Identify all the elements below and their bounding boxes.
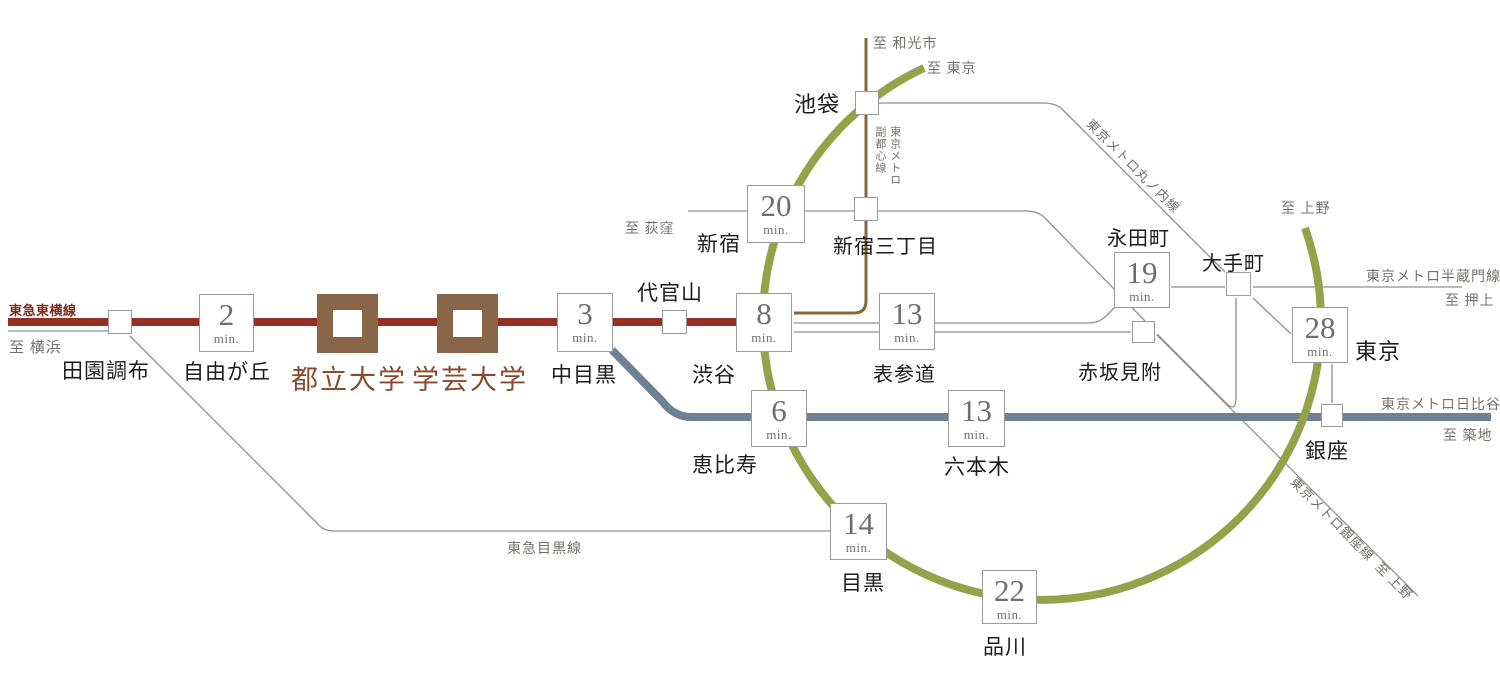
minutes-value: 13 [961,393,992,428]
minutes-box-nagatacho: 19 min. [1114,252,1170,308]
station-marker-ginza [1321,404,1343,427]
minutes-box-omotesando: 13 min. [879,293,935,350]
minutes-unit: min. [763,221,789,237]
dest-label-tokyo-yamanote: 至 東京 [927,62,977,77]
station-marker-daikanyama [662,310,687,334]
minutes-value: 20 [760,188,792,223]
station-label-meguro: 目黒 [841,571,885,595]
minutes-unit: min. [963,426,990,442]
dest-label-tsukiji: 至 築地 [1443,429,1493,444]
minutes-value: 14 [843,506,874,541]
minutes-unit: min. [996,606,1023,622]
station-label-shinjuku: 新宿 [697,232,741,256]
minutes-value: 2 [218,297,235,332]
station-label-shibuya: 渋谷 [692,363,736,387]
dest-label-wakoshi: 至 和光市 [873,37,938,52]
station-marker-ikebukuro [855,91,879,115]
fukutoshin-name-col2: 副都心線 [873,126,886,174]
station-marker-shinjuku-sanchome [854,197,878,221]
station-label-omotesando: 表参道 [873,364,936,386]
minutes-box-shinjuku: 20 min. [747,185,805,243]
station-label-toritsu-daigaku: 都立大学 [291,365,407,395]
minutes-unit: min. [845,539,872,555]
minutes-box-ebisu: 6 min. [751,390,807,447]
ginza-line [794,331,1419,597]
fukutoshin-name-col1: 東京メトロ [888,126,901,186]
marunouchi-line-west [688,210,1146,322]
station-label-otemachi: 大手町 [1202,253,1265,275]
minutes-value: 3 [577,296,593,331]
station-label-jiyugaoka: 自由が丘 [183,360,271,384]
hanzomon-line [794,286,1462,324]
station-label-nagatacho: 永田町 [1107,228,1170,250]
minutes-box-jiyugaoka: 2 min. [199,294,254,352]
marunouchi-line-otemachi-tokyo-ginza [1252,297,1333,403]
minutes-box-tokyo: 28 min. [1292,307,1348,363]
fukutoshin-line [794,38,868,315]
station-label-daikanyama: 代官山 [637,281,703,305]
line-label-toyoko: 東急東横線 [9,303,77,318]
minutes-unit: min. [766,426,792,442]
station-label-gakugei-daigaku: 学芸大学 [412,365,528,395]
minutes-unit: min. [1307,343,1333,359]
minutes-value: 6 [771,393,787,428]
minutes-unit: min. [751,329,777,345]
dest-label-ogikubo: 至 荻窪 [625,222,675,237]
minutes-value: 8 [756,296,772,331]
highlight-marker-toritsu-daigaku [317,294,378,353]
line-label-meguro-line: 東急目黒線 [507,542,582,557]
minutes-unit: min. [572,329,598,345]
minutes-box-shibuya: 8 min. [736,293,792,352]
minutes-unit: min. [1129,288,1155,304]
station-marker-akasaka-mitsuke [1132,321,1155,343]
hibiya-line [609,347,1491,421]
marunouchi-line-akasaka-otemachi [1156,298,1237,408]
station-marker-denenchofu [108,310,132,334]
minutes-unit: min. [213,330,240,346]
minutes-value: 22 [994,573,1025,608]
marunouchi-line-east [879,102,1226,273]
station-label-akasaka-mitsuke: 赤坂見附 [1078,362,1162,384]
highlight-marker-gakugei-daigaku [437,294,498,353]
minutes-unit: min. [894,329,920,345]
station-label-tokyo: 東京 [1355,339,1402,364]
tokyu-meguro-line [8,330,831,532]
station-label-denenchofu: 田園調布 [62,359,150,383]
minutes-box-nakameguro: 3 min. [557,293,613,352]
minutes-box-meguro: 14 min. [830,503,887,560]
dest-label-ueno-yamanote: 至 上野 [1281,202,1331,217]
minutes-box-shinagawa: 22 min. [982,570,1037,624]
station-marker-otemachi [1226,272,1251,296]
station-label-ikebukuro: 池袋 [794,92,841,117]
minutes-value: 19 [1126,255,1158,290]
dest-label-oshiage: 至 押上 [1445,294,1495,309]
station-label-ginza: 銀座 [1305,439,1349,463]
dest-label-yokohama: 至 横浜 [9,340,62,356]
minutes-value: 13 [891,296,923,331]
station-label-ebisu: 恵比寿 [692,453,758,477]
station-label-shinagawa: 品川 [983,635,1027,659]
line-label-hanzomon: 東京メトロ半蔵門線 [1366,270,1500,285]
station-label-shinjuku-sanchome: 新宿三丁目 [833,236,938,258]
minutes-value: 28 [1304,310,1336,345]
minutes-box-roppongi: 13 min. [948,390,1005,447]
line-label-hibiya: 東京メトロ日比谷線 [1381,398,1500,413]
line-label-fukutoshin: 東京メトロ 副都心線 [872,126,902,206]
station-label-roppongi: 六本木 [944,455,1010,479]
station-label-nakameguro: 中目黒 [551,363,617,387]
